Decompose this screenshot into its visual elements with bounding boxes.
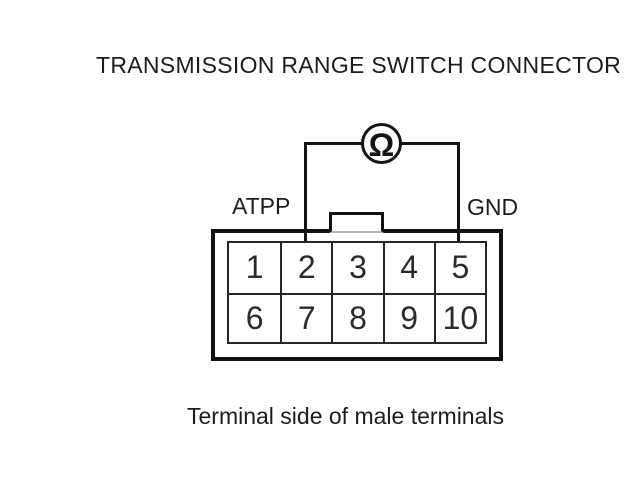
diagram-title: TRANSMISSION RANGE SWITCH CONNECTOR <box>96 52 622 78</box>
terminal-cell-6: 6 <box>229 292 281 343</box>
terminal-grid: 1 2 3 4 5 6 7 8 9 10 <box>227 241 487 344</box>
label-gnd: GND <box>467 194 519 220</box>
terminal-cell-3: 3 <box>331 243 382 293</box>
ohmmeter-icon: Ω <box>361 123 402 164</box>
wire-left-vertical <box>304 142 307 242</box>
caption: Terminal side of male terminals <box>187 403 505 429</box>
terminal-cell-4: 4 <box>382 243 434 293</box>
terminal-cell-8: 8 <box>331 292 383 342</box>
terminal-cell-7: 7 <box>280 292 332 342</box>
label-atpp: ATPP <box>232 193 291 219</box>
terminal-cell-5: 5 <box>433 243 485 293</box>
terminal-cell-9: 9 <box>382 292 434 342</box>
wire-right-vertical <box>457 142 460 242</box>
terminal-cell-1: 1 <box>245 249 264 286</box>
terminal-cell-2: 2 <box>280 243 331 293</box>
ohm-symbol: Ω <box>368 126 395 163</box>
connector-key-tab <box>329 212 384 233</box>
terminal-cell-10: 10 <box>433 292 485 342</box>
